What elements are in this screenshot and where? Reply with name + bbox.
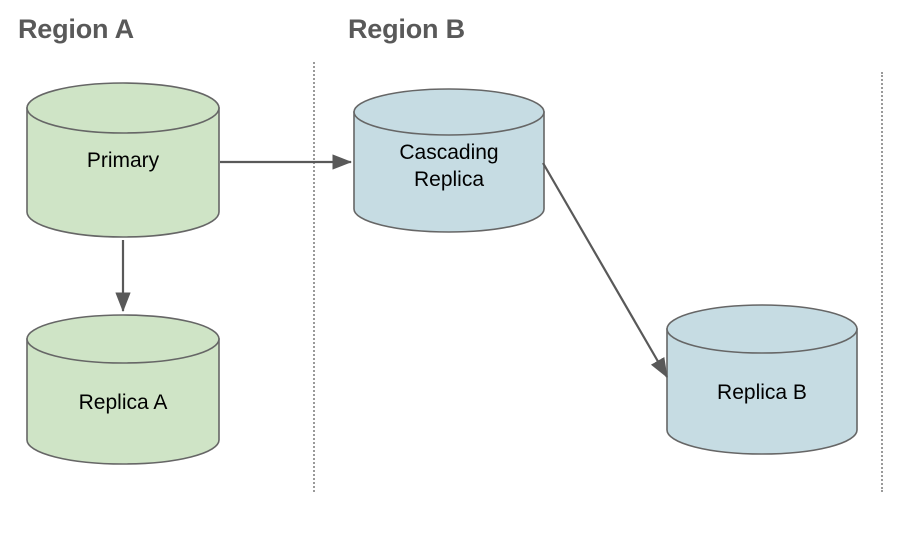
node-primary[interactable]: Primary bbox=[26, 82, 220, 238]
region-divider-right bbox=[881, 72, 883, 492]
region-a-title: Region A bbox=[18, 14, 134, 44]
edge-cascading-to-replica-b bbox=[542, 162, 668, 378]
node-replica-a[interactable]: Replica A bbox=[26, 314, 220, 466]
node-replica-b[interactable]: Replica B bbox=[666, 304, 858, 456]
node-cascading-replica[interactable]: Cascading Replica bbox=[353, 88, 545, 234]
region-divider-left bbox=[313, 62, 315, 492]
region-b-title: Region B bbox=[348, 14, 465, 44]
